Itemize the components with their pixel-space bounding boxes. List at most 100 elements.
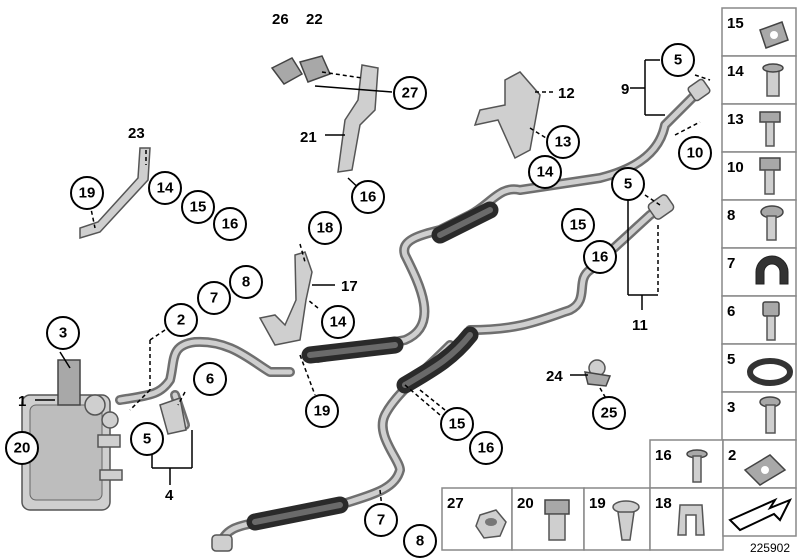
callout-circle: [46, 316, 80, 350]
callout-9: 9: [621, 81, 629, 98]
callout-5: 5: [143, 431, 151, 448]
legend-label: 27: [447, 495, 464, 512]
callout-circle: [528, 155, 562, 189]
legend-cell: [721, 103, 797, 153]
callout-24: 24: [546, 368, 563, 385]
callout-16: 16: [360, 189, 377, 206]
callout-26: 26: [272, 11, 289, 28]
callout-circle: [393, 76, 427, 110]
callout-circle: [403, 524, 437, 558]
callout-circle: [305, 394, 339, 428]
clip-nut-icon: [759, 21, 789, 49]
legend-cell: [511, 487, 585, 551]
legend-label: 6: [727, 303, 735, 320]
callout-circle: [469, 431, 503, 465]
callout-circle: [70, 176, 104, 210]
o-ring-icon: [747, 358, 793, 386]
expanding-rivet-icon: [612, 500, 640, 541]
callout-circle: [583, 240, 617, 274]
cable-clip-icon: [677, 504, 705, 536]
callout-circle: [661, 43, 695, 77]
legend-label: 18: [655, 495, 672, 512]
legend-label: 19: [589, 495, 606, 512]
rubber-clamp-icon: [755, 255, 789, 285]
callout-6: 6: [206, 371, 214, 388]
callout-circle: [213, 207, 247, 241]
callout-27: 27: [402, 85, 419, 102]
callout-circle: [181, 190, 215, 224]
callout-8: 8: [242, 274, 250, 291]
oil-cooler: [21, 359, 123, 511]
legend-label: 5: [727, 351, 735, 368]
legend-cell: [721, 295, 797, 345]
callout-circle: [308, 211, 342, 245]
callout-circle: [321, 305, 355, 339]
legend-label: 7: [727, 255, 735, 272]
callout-circle: [611, 167, 645, 201]
callout-circle: [592, 396, 626, 430]
clip-nut-icon: [743, 454, 787, 486]
legend-cell: [721, 199, 797, 249]
callout-13: 13: [555, 134, 572, 151]
callout-5: 5: [624, 176, 632, 193]
callout-19: 19: [79, 185, 96, 202]
callout-15: 15: [570, 217, 587, 234]
legend-label: 3: [727, 399, 735, 416]
legend-cell: [583, 487, 651, 551]
callout-16: 16: [222, 216, 239, 233]
callout-16: 16: [478, 440, 495, 457]
legend-cell: [649, 439, 724, 489]
legend-label: 14: [727, 63, 744, 80]
brackets: [79, 55, 612, 435]
legend-cell: [721, 55, 797, 105]
hose-lines: [115, 78, 711, 552]
spacer-sleeve-icon: [762, 63, 784, 97]
callout-1: 1: [18, 393, 26, 410]
callout-12: 12: [558, 85, 575, 102]
legend-cell: [721, 151, 797, 201]
callout-circle: [229, 265, 263, 299]
legend-label: 10: [727, 159, 744, 176]
hex-nut-icon: [475, 509, 507, 539]
callout-18: 18: [317, 220, 334, 237]
callout-4: 4: [165, 487, 174, 504]
callout-circle: [440, 407, 474, 441]
callout-22: 22: [306, 11, 323, 28]
callout-circle: [5, 431, 39, 465]
legend-label: 20: [517, 495, 534, 512]
callout-25: 25: [601, 405, 618, 422]
callout-circle: [561, 208, 595, 242]
callout-14: 14: [157, 180, 174, 197]
callout-15: 15: [449, 416, 466, 433]
legend-label: 15: [727, 15, 744, 32]
callout-14: 14: [537, 164, 554, 181]
callout-circle: [148, 171, 182, 205]
callout-3: 3: [59, 325, 67, 342]
callouts: 26 22 27 21 16 23 19 14 15 16 12 13 14 1…: [5, 11, 712, 558]
hex-bolt-icon: [759, 157, 781, 195]
legend-bottom: 16 2 27 20 19 18: [441, 439, 797, 551]
callout-10: 10: [687, 145, 704, 162]
callout-circle: [164, 303, 198, 337]
mounting-kit-arrow-icon: [728, 497, 793, 532]
callout-5: 5: [674, 52, 682, 69]
callout-11: 11: [632, 317, 648, 334]
callout-8: 8: [416, 533, 424, 550]
quick-coupling-icon: [544, 499, 570, 541]
button-head-screw-icon: [760, 205, 784, 241]
callout-circle: [130, 422, 164, 456]
diagram-number: 225902: [750, 541, 790, 555]
callout-circle: [197, 281, 231, 315]
callout-19: 19: [314, 403, 331, 420]
callout-2: 2: [177, 312, 185, 329]
legend-right: 15 14 13 10 8 7 6 5 3: [721, 7, 797, 441]
collar-screw-icon: [686, 449, 708, 483]
legend-label: 8: [727, 207, 735, 224]
callout-20: 20: [14, 440, 31, 457]
callout-circle: [546, 125, 580, 159]
callout-16: 16: [592, 249, 609, 266]
socket-cap-screw-icon: [762, 301, 780, 341]
flange-bolt-icon: [759, 111, 781, 147]
legend-label: 2: [728, 447, 736, 464]
